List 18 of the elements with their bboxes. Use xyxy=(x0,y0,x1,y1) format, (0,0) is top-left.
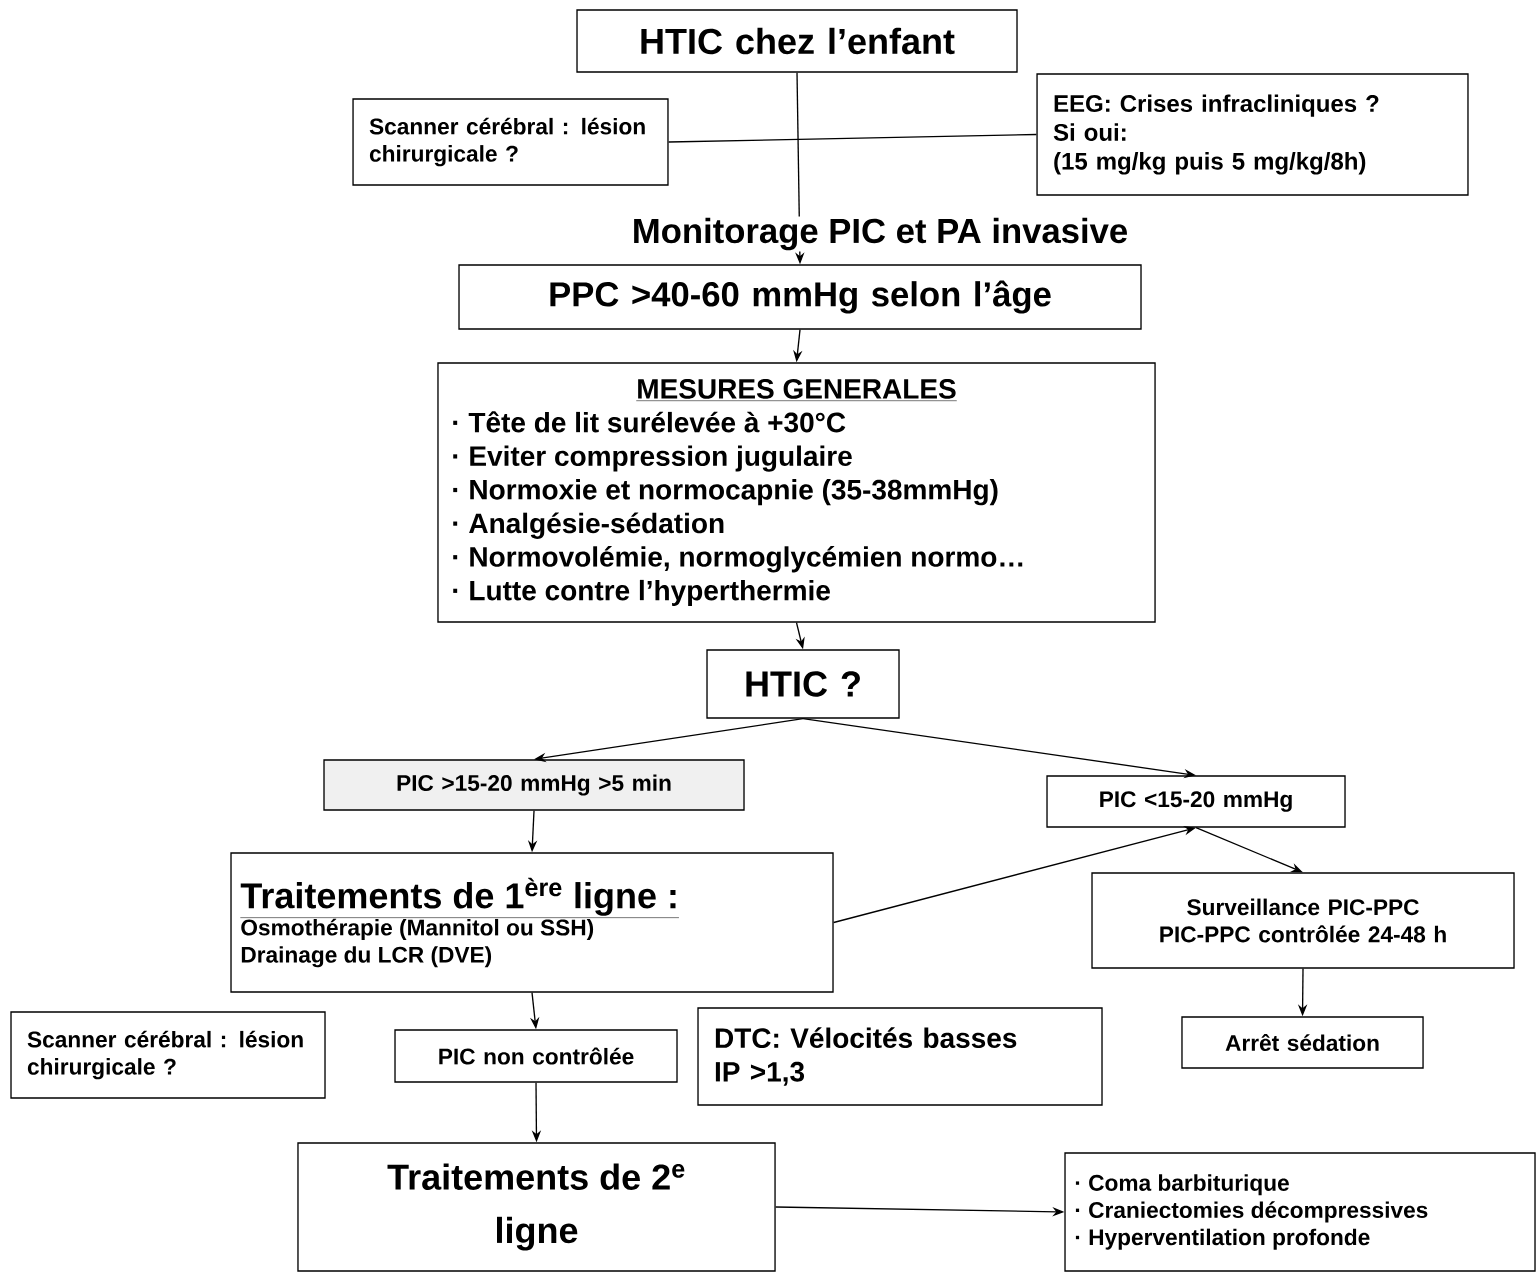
condition-box: PIC <15-20 mmHg xyxy=(1046,775,1346,828)
list-box: · Coma barbiturique · Craniectomies décompressives · Hyperventilation profonde xyxy=(1064,1152,1536,1272)
note-box: Scanner cérébral : lésion chirurgicale ? xyxy=(10,1011,326,1099)
heading-text: Monitorage PIC et PA invasive xyxy=(630,216,1130,252)
process-box: Surveillance PIC-PPC PIC-PPC contrôlée 24-48 h xyxy=(1091,872,1515,969)
note-box: Scanner cérébral : lésion chirurgicale ? xyxy=(352,98,669,186)
treatment-box: Traitements de 2$^{e}$ ligne xyxy=(297,1142,776,1272)
process-box: Arrêt sédation xyxy=(1181,1016,1424,1069)
treatment-box: Traitements de 1$^{ère}$ ligne : Osmothérapie (Mannitol ou SSH) Drainage du LCR (DVE) xyxy=(230,852,834,993)
condition-box: PIC >15-20 mmHg >5 min xyxy=(323,759,745,811)
title-box: HTIC chez l’enfant xyxy=(576,9,1018,73)
measures-box: MESURES GENERALES · Tête de lit surélevée à +30°C · Eviter compression jugulaire · Normoxie et normocapnie (35-38mmHg) · Analgésie-sédation · Normovolémie, normoglycémien normo… · Lutte contre l’hyperthermie xyxy=(437,362,1156,623)
note-box: DTC: Vélocités basses IP >1,3 xyxy=(697,1007,1103,1106)
process-box: PPC >40-60 mmHg selon l’âge xyxy=(458,264,1142,330)
condition-box: PIC non contrôlée xyxy=(394,1029,678,1083)
connector-line xyxy=(668,133,1038,143)
decision-box: HTIC ? xyxy=(706,649,900,719)
note-box: EEG: Crises infracliniques ? Si oui: (15 mg/kg puis 5 mg/kg/8h) xyxy=(1036,73,1469,196)
